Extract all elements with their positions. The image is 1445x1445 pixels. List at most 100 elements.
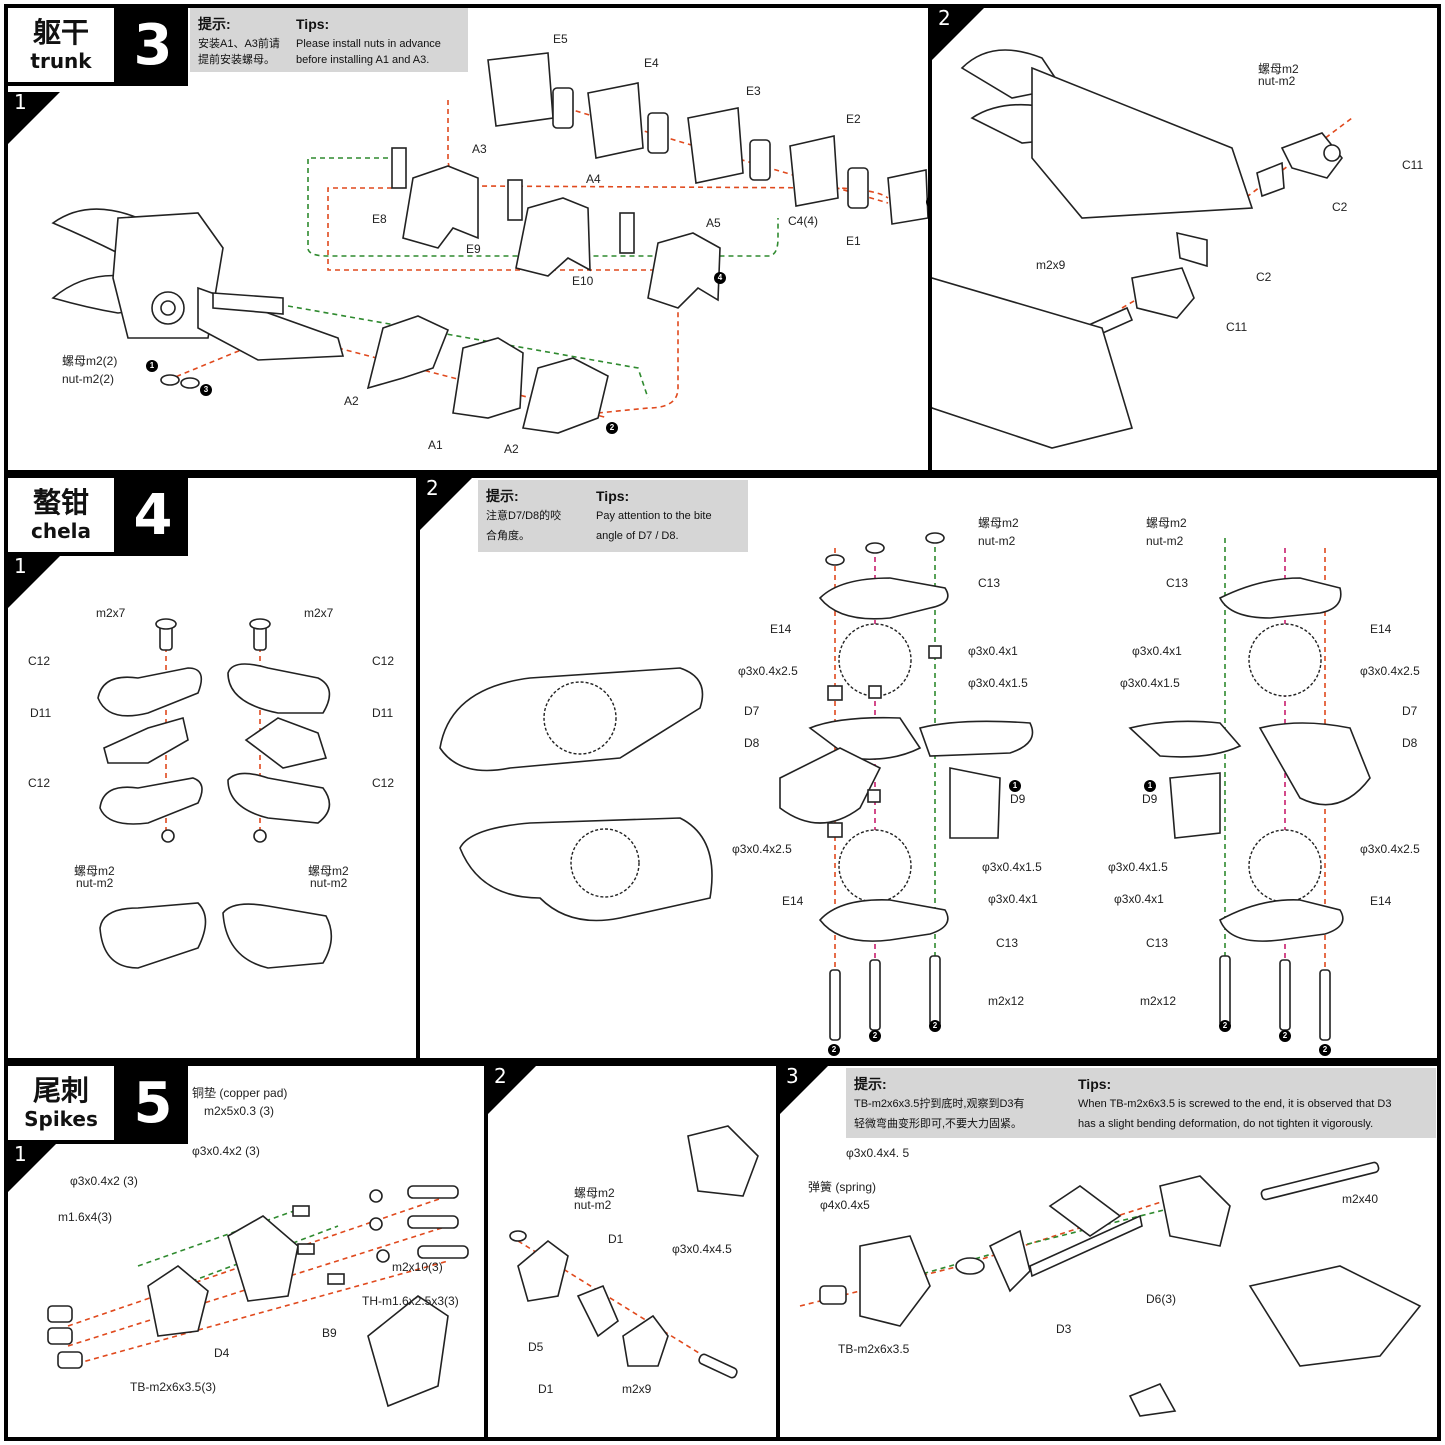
label-phi-1-5-lower: φ3x0.4x1.5 xyxy=(982,860,1042,874)
label-nut-en: nut-m2 xyxy=(978,534,1016,548)
trunk-step2-drawing xyxy=(932,49,1353,449)
label-C12: C12 xyxy=(28,654,51,668)
label-nut-zh: 螺母m2(2) xyxy=(62,354,118,368)
tips-en-line1: When TB-m2x6x3.5 is screwed to the end, … xyxy=(1078,1098,1392,1110)
marker-2: 2 xyxy=(1279,1030,1291,1042)
label-m2x5x0-3: m2x5x0.3 (3) xyxy=(204,1104,275,1118)
label-B9: B9 xyxy=(322,1326,337,1340)
label-phi-2-left: φ3x0.4x2 (3) xyxy=(70,1174,138,1188)
label-E1: E1 xyxy=(846,234,861,248)
trunk-title-zh: 躯干 xyxy=(32,16,89,49)
spikes-tips: 提示: TB-m2x6x3.5拧到底时,观察到D3有轻微弯曲变形即可,不要大力固紧… xyxy=(846,1068,1436,1138)
label-C13-right: C13 xyxy=(1166,576,1189,590)
chela-tips: 提示:注意D7/D8的咬合角度。 Tips:Pay attention to t… xyxy=(478,480,748,552)
trunk-step2-panel: 2 螺母m2 nut-m2 C11 C2 C2 m2x9 C11 xyxy=(928,4,1441,474)
marker-1: 1 xyxy=(1009,780,1021,792)
label-TH: TH-m1.6x2.5x3(3) xyxy=(362,1294,459,1308)
label-nut-zh: 螺母m2 xyxy=(978,516,1019,530)
label-m2x7: m2x7 xyxy=(96,606,126,620)
chela-step2-panel: 2 提示:注意D7/D8的咬合角度。 Tips:Pay attention to… xyxy=(416,474,1441,1062)
tips-zh-line1: 安装A1、A3前请 xyxy=(198,38,280,50)
label-nut-en: nut-m2(2) xyxy=(62,372,115,386)
tips-en-line2: angle of D7 / D8. xyxy=(596,530,679,542)
label-C2-second: C2 xyxy=(1256,270,1272,284)
label-m2x12: m2x12 xyxy=(988,994,1025,1008)
label-nut-zh-right: 螺母m2 xyxy=(1146,516,1187,530)
label-C11: C11 xyxy=(1402,158,1424,172)
label-m1-6x4: m1.6x4(3) xyxy=(58,1210,113,1224)
marker-2: 2 xyxy=(1219,1020,1231,1032)
chela-step1-drawing xyxy=(97,618,333,969)
tips-zh-line2: 提前安装螺母。 xyxy=(198,54,275,66)
label-C13-lower-right: C13 xyxy=(1146,936,1169,950)
spikes-title-en: Spikes xyxy=(24,1107,98,1131)
trunk-assembly-drawing xyxy=(51,52,928,434)
label-phi-2-5-right: φ3x0.4x2.5 xyxy=(1360,664,1420,678)
marker-4: 4 xyxy=(714,272,726,284)
tips-zh-line1: TB-m2x6x3.5拧到底时,观察到D3有 xyxy=(854,1098,1025,1110)
label-E9: E9 xyxy=(466,242,481,256)
tips-zh-line2: 轻微弯曲变形即可,不要大力固紧。 xyxy=(854,1118,1023,1130)
label-D11: D11 xyxy=(30,706,52,720)
label-D5: D5 xyxy=(528,1340,544,1354)
label-E14-right: E14 xyxy=(1370,622,1392,636)
label-phi-1-lower: φ3x0.4x1 xyxy=(988,892,1038,906)
tips-zh-heading: 提示: xyxy=(198,16,231,32)
label-E14: E14 xyxy=(770,622,792,636)
label-spring: 弹簧 (spring) xyxy=(808,1180,877,1194)
marker-1: 1 xyxy=(146,360,158,372)
label-A2-second: A2 xyxy=(504,442,519,456)
label-E14-lower-right: E14 xyxy=(1370,894,1392,908)
trunk-section-number: 3 xyxy=(133,12,173,78)
label-phi-1-lower-right: φ3x0.4x1 xyxy=(1114,892,1164,906)
spikes-step1-drawing xyxy=(47,1185,469,1408)
chela-section-number: 4 xyxy=(133,482,173,548)
label-A2: A2 xyxy=(344,394,359,408)
label-D8-right: D8 xyxy=(1402,736,1418,750)
label-phi-4x5: φ4x0.4x5 xyxy=(820,1198,870,1212)
label-C13-lower: C13 xyxy=(996,936,1019,950)
label-D1: D1 xyxy=(608,1232,624,1246)
label-phi-1-5: φ3x0.4x1.5 xyxy=(968,676,1028,690)
label-C12-lower: C12 xyxy=(28,776,51,790)
label-TB: TB-m2x6x3.5(3) xyxy=(130,1380,217,1394)
marker-5: 5 xyxy=(926,196,928,208)
spikes-step3-drawing xyxy=(799,1161,1422,1417)
tips-en-line2: has a slight bending deformation, do not… xyxy=(1078,1118,1374,1130)
label-E8: E8 xyxy=(372,212,387,226)
tips-en-heading: Tips: xyxy=(296,16,330,32)
label-phi-2-5-lower-right: φ3x0.4x2.5 xyxy=(1360,842,1420,856)
chela-title-en: chela xyxy=(30,519,91,543)
tips-zh-heading: 提示: xyxy=(854,1076,887,1092)
spikes-title-zh: 尾刺 xyxy=(32,1074,89,1107)
label-phi-4-5: φ3x0.4x4.5 xyxy=(672,1242,732,1256)
label-TB: TB-m2x6x3.5 xyxy=(838,1342,910,1356)
label-phi-2-5: φ3x0.4x2.5 xyxy=(738,664,798,678)
label-A5: A5 xyxy=(706,216,721,230)
tips-en-line1: Please install nuts in advance xyxy=(296,38,441,50)
label-E14-lower: E14 xyxy=(782,894,804,908)
chela-step2-drawing xyxy=(439,532,1371,1041)
marker-2: 2 xyxy=(1319,1044,1331,1056)
label-nut-zh: 螺母m2 xyxy=(74,864,115,878)
label-D7-right: D7 xyxy=(1402,704,1418,718)
label-nut-en: nut-m2 xyxy=(1258,74,1296,88)
label-m2x40: m2x40 xyxy=(1342,1192,1379,1206)
tips-en-heading: Tips: xyxy=(1078,1076,1112,1092)
label-nut-en: nut-m2 xyxy=(76,876,114,890)
marker-2: 2 xyxy=(929,1020,941,1032)
marker-1-right: 1 xyxy=(1144,780,1156,792)
marker-2: 2 xyxy=(869,1030,881,1042)
label-phi-1-5-lower-right: φ3x0.4x1.5 xyxy=(1108,860,1168,874)
tips-zh-line2: 合角度。 xyxy=(486,530,530,542)
marker-2: 2 xyxy=(828,1044,840,1056)
label-m2x9: m2x9 xyxy=(622,1382,652,1396)
label-A4: A4 xyxy=(586,172,601,186)
label-D8: D8 xyxy=(744,736,760,750)
label-phi-2-top: φ3x0.4x2 (3) xyxy=(192,1144,260,1158)
label-E3: E3 xyxy=(746,84,761,98)
